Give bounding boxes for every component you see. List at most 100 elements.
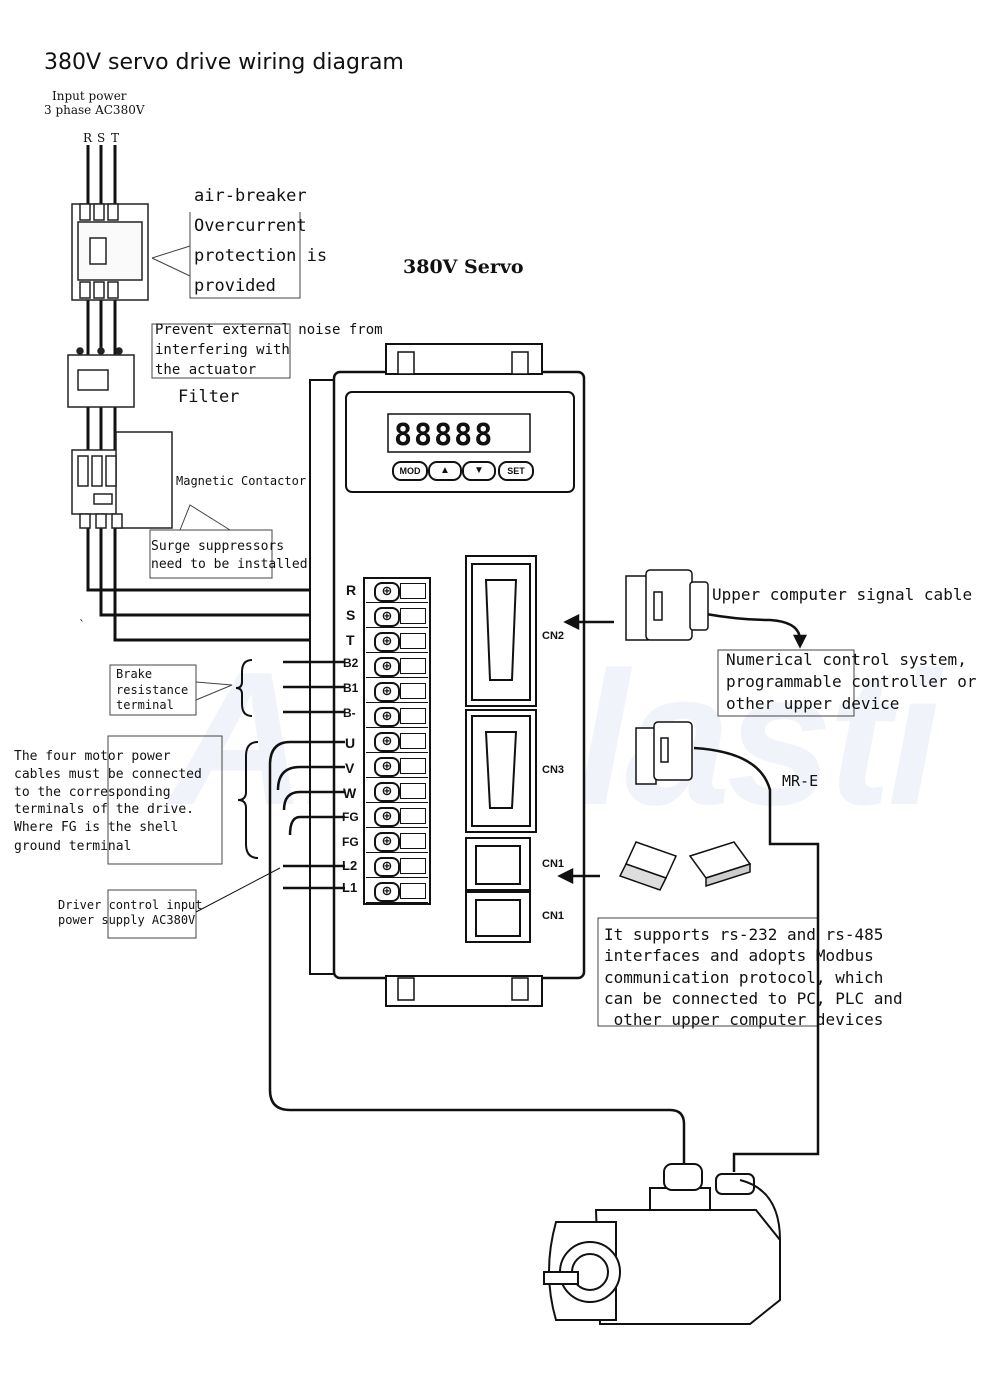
contactor-label: Magnetic Contactor xyxy=(176,474,307,488)
motor-note-line3: to the corresponding xyxy=(14,785,171,800)
cn2-connector xyxy=(465,555,537,707)
terminal-label-fg2: FG xyxy=(342,835,359,849)
db25-plug xyxy=(625,569,709,641)
rs-note-line3: communication protocol, which xyxy=(604,968,884,987)
screw-icon: ⊕ xyxy=(374,782,400,802)
display-digits: 88888 xyxy=(394,418,495,453)
terminal-cap xyxy=(400,733,426,749)
terminal-screw: ⊕ xyxy=(366,805,428,828)
screw-icon: ⊕ xyxy=(374,582,400,602)
down-button[interactable]: ▼ xyxy=(462,461,496,481)
terminal-cap xyxy=(400,658,426,674)
cn2-label: CN2 xyxy=(542,630,565,642)
page-title: 380V servo drive wiring diagram xyxy=(44,50,404,75)
terminal-cap xyxy=(400,683,426,699)
terminal-cap xyxy=(400,583,426,599)
motor-note-line4: terminals of the drive. xyxy=(14,802,195,817)
terminal-cap xyxy=(400,783,426,799)
terminal-label-l1: L1 xyxy=(342,880,358,895)
numerical-note-line1: Numerical control system, xyxy=(726,650,967,669)
numerical-note-line2: programmable controller or xyxy=(726,672,977,691)
screw-icon: ⊕ xyxy=(374,832,400,852)
terminal-screw: ⊕ xyxy=(366,755,428,778)
cn3-connector xyxy=(465,709,537,833)
mod-button[interactable]: MOD xyxy=(392,461,428,481)
encoder-plug xyxy=(635,721,693,785)
motor-note-line2: cables must be connected xyxy=(14,767,202,782)
brake-brace xyxy=(235,659,253,717)
wire-t xyxy=(113,145,345,642)
provided-label: provided xyxy=(194,276,276,296)
servo-title: 380V Servo xyxy=(403,256,524,278)
terminal-cap xyxy=(400,608,426,624)
cn1-label-b: CN1 xyxy=(542,910,565,922)
rs-note-line1: It supports rs-232 and rs-485 xyxy=(604,925,884,944)
air-breaker-label: air-breaker xyxy=(194,186,307,206)
surge-note-line1: Surge suppressors xyxy=(151,539,285,554)
cn3-label: CN3 xyxy=(542,764,565,776)
brake-note-line3: terminal xyxy=(116,698,174,712)
encoder-cable xyxy=(693,746,820,1172)
terminal-label-l2: L2 xyxy=(342,858,358,873)
magnetic-contactor xyxy=(71,431,173,529)
screw-icon: ⊕ xyxy=(374,732,400,752)
set-button[interactable]: SET xyxy=(498,461,534,481)
air-breaker xyxy=(71,203,149,301)
screw-icon: ⊕ xyxy=(374,707,400,727)
terminal-label-u: U xyxy=(345,735,356,751)
terminal-label-b-minus: B- xyxy=(343,706,356,720)
terminal-label-b2: B2 xyxy=(343,656,359,670)
brake-box xyxy=(109,664,197,716)
noise-note-line3: the actuator xyxy=(155,362,257,378)
input-power-label: Input power xyxy=(52,89,127,103)
wire-s xyxy=(99,145,345,617)
encoder-label: MR-E xyxy=(782,772,819,790)
terminal-cap xyxy=(400,708,426,724)
noise-note-line1: Prevent external noise from xyxy=(155,322,383,338)
filter-label: Filter xyxy=(178,387,240,407)
screw-icon: ⊕ xyxy=(374,807,400,827)
upper-cable xyxy=(705,612,802,641)
rs-note-line2: interfaces and adopts Modbus xyxy=(604,946,874,965)
terminal-screw: ⊕ xyxy=(366,830,428,853)
noise-box xyxy=(151,323,291,379)
terminal-screw: ⊕ xyxy=(366,630,428,653)
screw-icon: ⊕ xyxy=(374,682,400,702)
numerical-note-line3: other upper device xyxy=(726,694,900,713)
screw-icon: ⊕ xyxy=(374,607,400,627)
surge-box xyxy=(149,529,273,579)
phase-r-label: R xyxy=(83,131,93,145)
terminal-screw: ⊕ xyxy=(366,780,428,803)
screw-icon: ⊕ xyxy=(374,757,400,777)
rs-note-line5: other upper computer devices xyxy=(604,1010,884,1029)
input-power-phase: 3 phase AC380V xyxy=(44,103,145,117)
terminal-label-fg1: FG xyxy=(342,810,359,824)
terminal-cap xyxy=(400,808,426,824)
brake-note-line1: Brake xyxy=(116,667,153,681)
rs-note-line4: can be connected to PC, PLC and xyxy=(604,989,903,1008)
phase-s-label: S xyxy=(97,131,106,145)
motor-note-line6: ground terminal xyxy=(14,839,132,854)
up-button[interactable]: ▲ xyxy=(428,461,462,481)
terminal-label-v: V xyxy=(345,760,355,776)
surge-note-line2: need to be installed xyxy=(151,557,308,572)
cn1-port-a xyxy=(465,837,531,891)
motor-note-box xyxy=(107,735,223,865)
cn1-port-b xyxy=(465,891,531,943)
driver-note-box xyxy=(107,889,197,939)
terminal-label-w: W xyxy=(343,785,357,801)
terminal-screw: ⊕ xyxy=(366,880,428,903)
motor-brace xyxy=(237,741,259,859)
terminal-screw: ⊕ xyxy=(366,855,428,878)
overcurrent-label: Overcurrent xyxy=(194,216,307,236)
phase-t-label: T xyxy=(111,131,120,145)
terminal-screw: ⊕ xyxy=(366,605,428,628)
motor-note-line1: The four motor power xyxy=(14,749,171,764)
terminal-screw: ⊕ xyxy=(366,730,428,753)
switch-icon xyxy=(688,841,752,888)
protection-label: protection is xyxy=(194,246,328,266)
numerical-box xyxy=(717,649,855,717)
stray-mark: ` xyxy=(79,618,85,632)
driver-note-line1: Driver control input xyxy=(58,898,203,912)
